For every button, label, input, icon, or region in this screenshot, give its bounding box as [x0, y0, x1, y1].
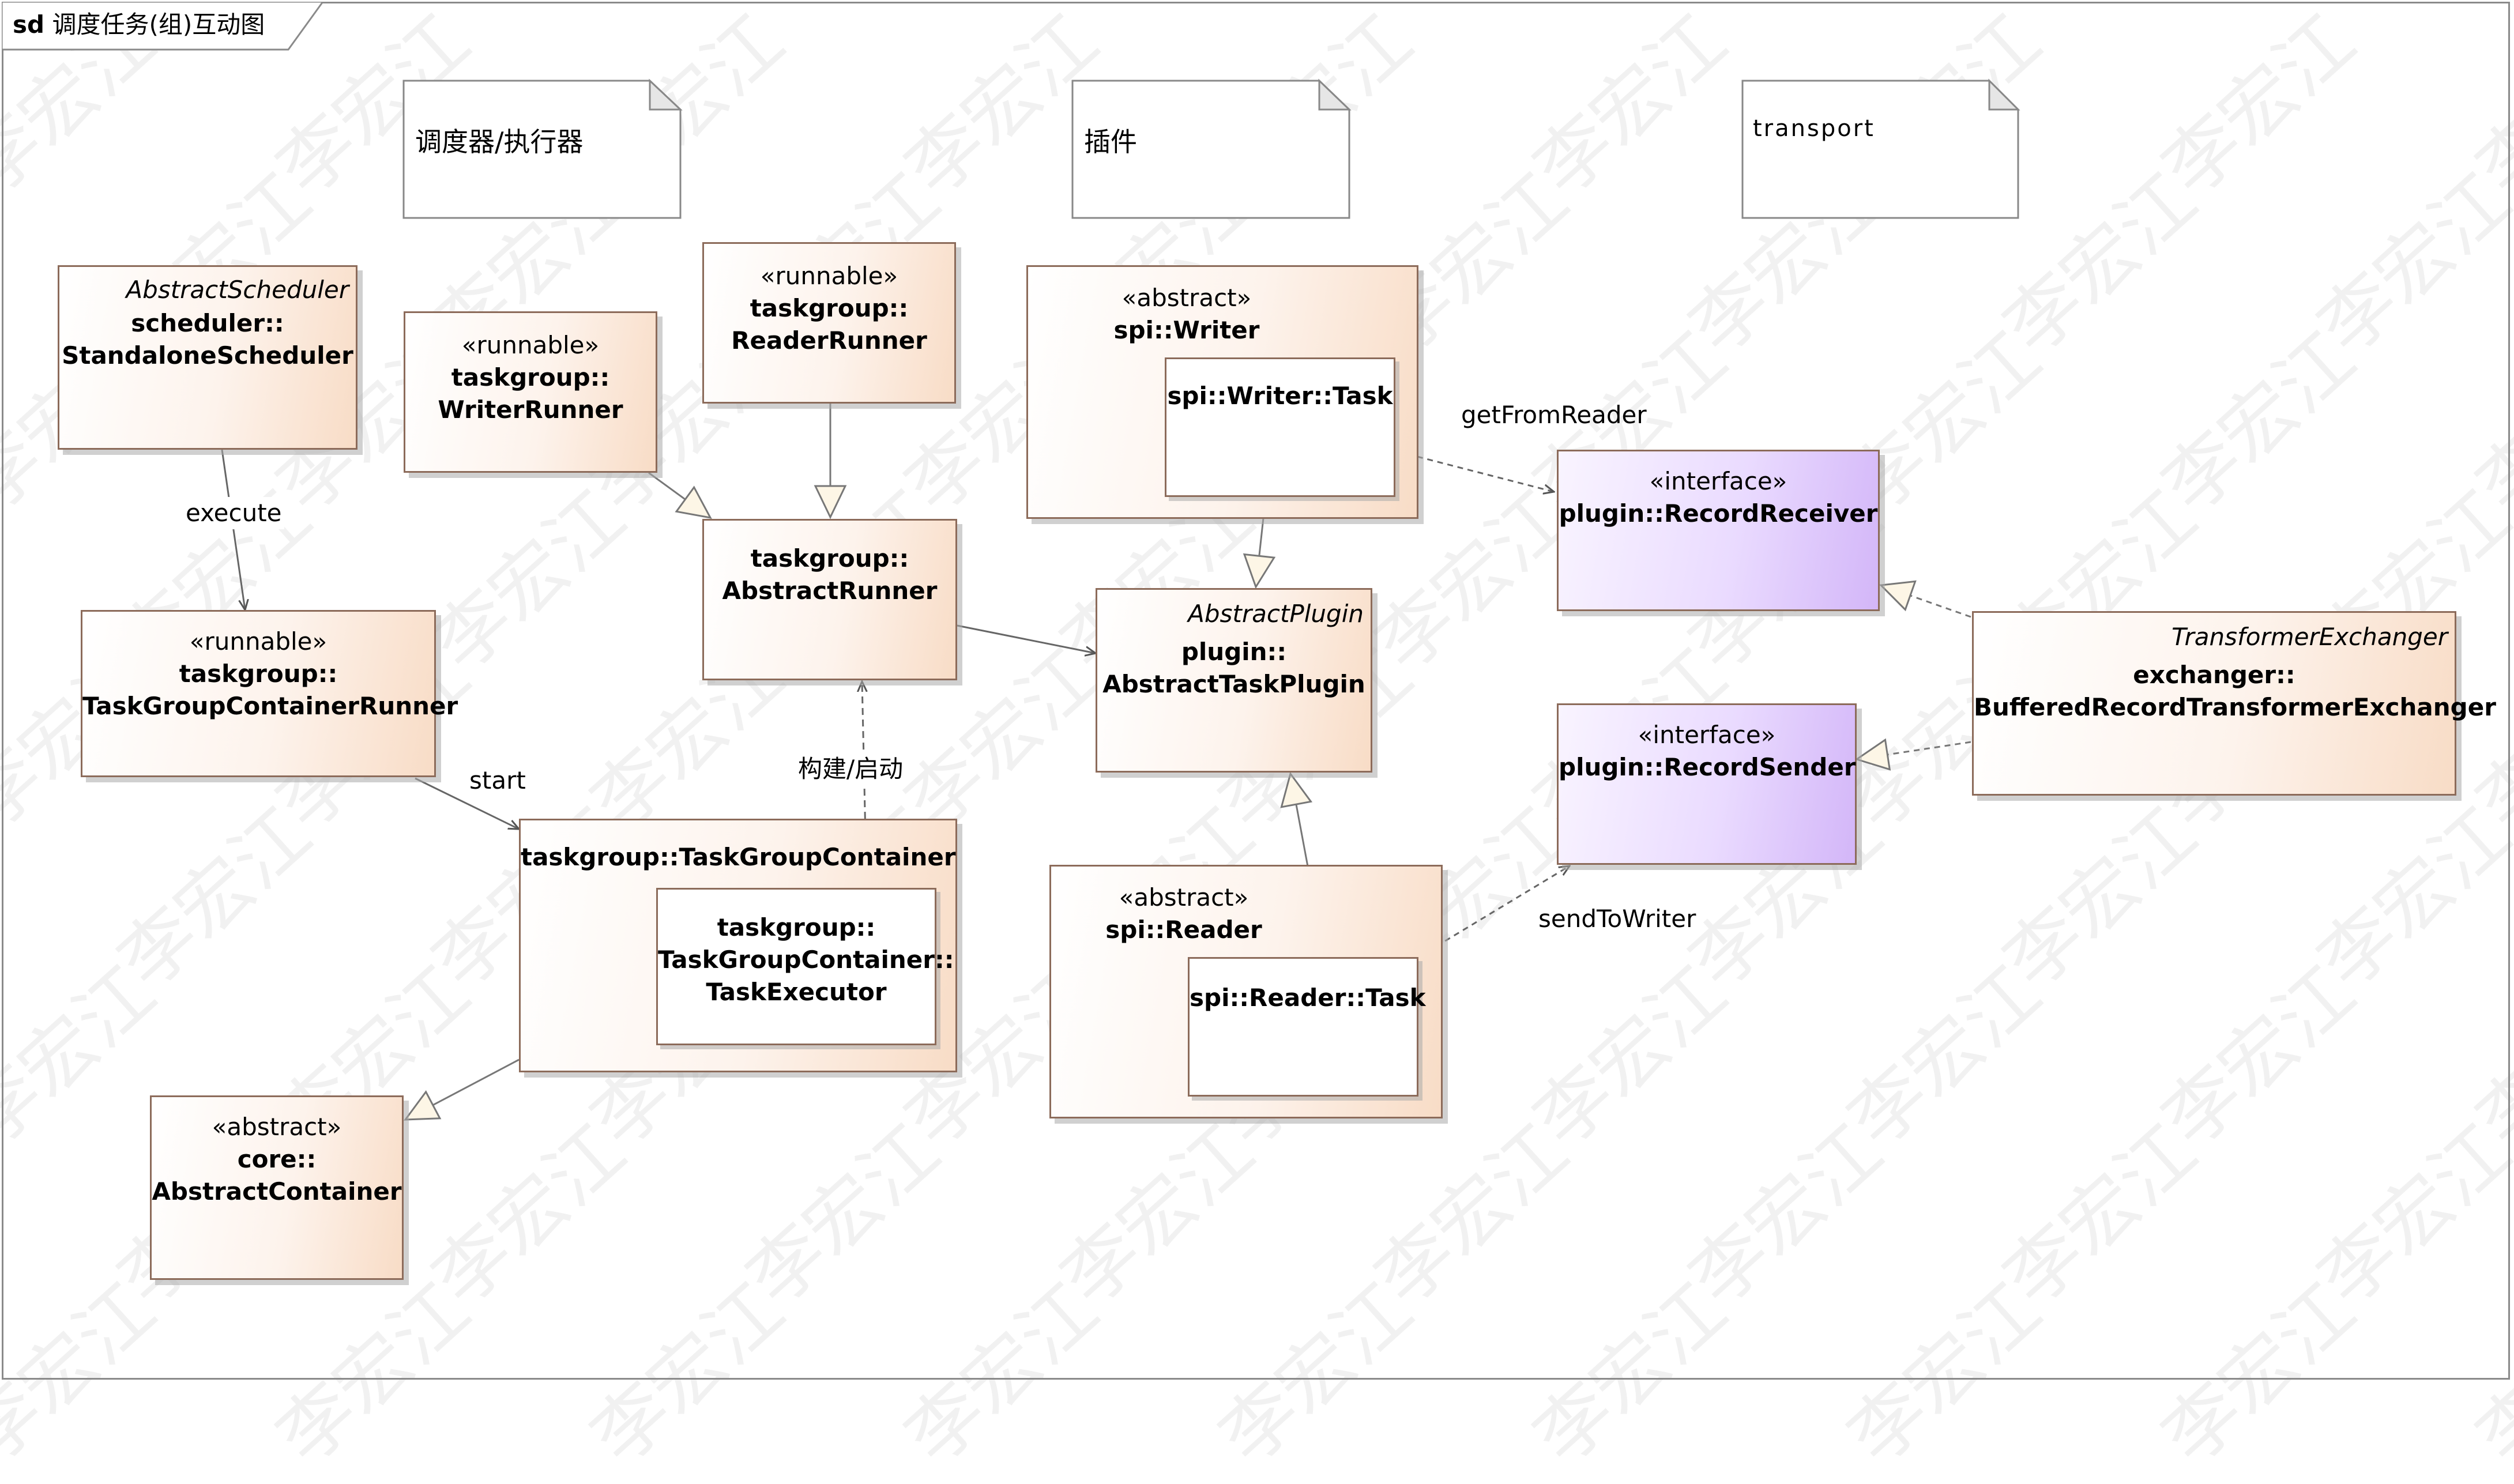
edge-writer-runner-generalization: [648, 472, 712, 519]
edge-label-get-from-reader: getFromReader: [1461, 401, 1647, 429]
class-standalone-scheduler[interactable]: AbstractScheduler scheduler:: Standalone…: [58, 265, 357, 450]
class-abstract-runner[interactable]: taskgroup:: AbstractRunner: [702, 519, 957, 680]
class-title: spi::Writer: [1113, 316, 1260, 344]
class-name-line1: scheduler::: [131, 309, 284, 337]
class-name-line3: TaskExecutor: [706, 978, 887, 1006]
class-name-line2: WriterRunner: [438, 396, 623, 424]
stereotype-label: «abstract»: [1121, 284, 1252, 312]
class-name-line2: BufferedRecordTransformerExchanger: [1974, 693, 2496, 721]
class-name-line1: core::: [237, 1145, 317, 1173]
edge-exchanger-sender-realization: [1854, 738, 1971, 771]
note-scheduler-executor-shape: [402, 78, 683, 219]
class-name-line1: taskgroup::: [717, 913, 876, 941]
class-writer-task[interactable]: spi::Writer::Task: [1165, 357, 1395, 497]
class-name-line2: TaskGroupContainer::: [658, 946, 954, 974]
class-name-line1: taskgroup::: [750, 294, 909, 322]
class-reader-runner[interactable]: «runnable» taskgroup:: ReaderRunner: [702, 242, 956, 404]
edge-exchanger-receiver-realization: [1879, 580, 1971, 618]
edge-label-execute: execute: [183, 497, 284, 529]
class-abstract-task-plugin[interactable]: AbstractPlugin plugin:: AbstractTaskPlug…: [1096, 588, 1372, 773]
class-name-line2: TaskGroupContainerRunner: [82, 692, 458, 720]
stereotype-label: «runnable»: [461, 331, 600, 359]
edge-runner-to-plugin: [957, 624, 1096, 653]
class-abstract-container[interactable]: «abstract» core:: AbstractContainer: [150, 1095, 404, 1280]
class-task-executor[interactable]: taskgroup:: TaskGroupContainer:: TaskExe…: [656, 888, 954, 1045]
edge-label-send-to-writer: sendToWriter: [1538, 905, 1696, 933]
diagram-edges: [221, 78, 2020, 1121]
edge-get-from-reader: [1397, 450, 1554, 492]
note-transport-shape: [1741, 78, 2020, 219]
edge-start: [415, 777, 519, 829]
interface-record-sender[interactable]: «interface» plugin::RecordSender: [1557, 703, 1857, 865]
interface-title: plugin::RecordSender: [1559, 753, 1856, 781]
stereotype-label: «interface»: [1638, 721, 1776, 749]
frame-tab: [2, 2, 323, 51]
edge-label-start: start: [467, 764, 528, 797]
class-title: spi::Reader::Task: [1190, 984, 1426, 1012]
class-name-line2: ReaderRunner: [731, 326, 927, 355]
class-writer-runner[interactable]: «runnable» taskgroup:: WriterRunner: [404, 311, 657, 473]
class-name-line1: plugin::: [1181, 638, 1287, 666]
class-title: spi::Writer::Task: [1167, 382, 1393, 410]
class-task-group-container-runner[interactable]: «runnable» taskgroup:: TaskGroupContaine…: [81, 610, 458, 777]
class-name-line2: AbstractContainer: [152, 1177, 402, 1206]
stereotype-label: «abstract»: [212, 1113, 342, 1141]
note-transport: transport: [1753, 115, 1875, 142]
frame-title: sd 调度任务(组)互动图: [13, 8, 265, 42]
edge-label-build-start: 构建/启动: [796, 753, 906, 785]
note-plugin: 插件: [1084, 126, 1137, 157]
class-name-line1: exchanger::: [2133, 661, 2295, 689]
class-title: spi::Reader: [1105, 916, 1262, 944]
diagram-frame: [2, 2, 2510, 1380]
edge-execute: [221, 449, 245, 610]
class-italic-label: AbstractPlugin: [1188, 600, 1364, 628]
interface-record-receiver[interactable]: «interface» plugin::RecordReceiver: [1557, 450, 1880, 611]
edge-send-to-writer: [1418, 866, 1570, 958]
note-plugin-shape: [1071, 78, 1352, 219]
stereotype-label: «abstract»: [1119, 883, 1249, 912]
class-name-line2: AbstractRunner: [722, 577, 938, 605]
note-scheduler-executor: 调度器/执行器: [415, 126, 584, 157]
class-reader-task[interactable]: spi::Reader::Task: [1188, 957, 1426, 1097]
frame-title-text: 调度任务(组)互动图: [52, 10, 265, 39]
frame-prefix: sd: [13, 10, 45, 39]
class-buffered-record-transformer-exchanger[interactable]: TransformerExchanger exchanger:: Buffere…: [1972, 611, 2496, 796]
class-name-line1: taskgroup::: [750, 544, 909, 572]
class-name-line2: AbstractTaskPlugin: [1102, 670, 1365, 698]
class-italic-label: TransformerExchanger: [2171, 623, 2448, 651]
class-title: taskgroup::TaskGroupContainer: [521, 843, 956, 871]
stereotype-label: «interface»: [1649, 467, 1787, 495]
class-name-line2: StandaloneScheduler: [62, 341, 353, 370]
interface-title: plugin::RecordReceiver: [1559, 499, 1878, 528]
class-italic-label: AbstractScheduler: [126, 276, 349, 304]
stereotype-label: «runnable»: [760, 262, 898, 290]
class-name-line1: taskgroup::: [179, 660, 338, 688]
stereotype-label: «runnable»: [189, 627, 328, 656]
class-name-line1: taskgroup::: [451, 363, 610, 391]
edge-container-generalization: [403, 1059, 520, 1121]
